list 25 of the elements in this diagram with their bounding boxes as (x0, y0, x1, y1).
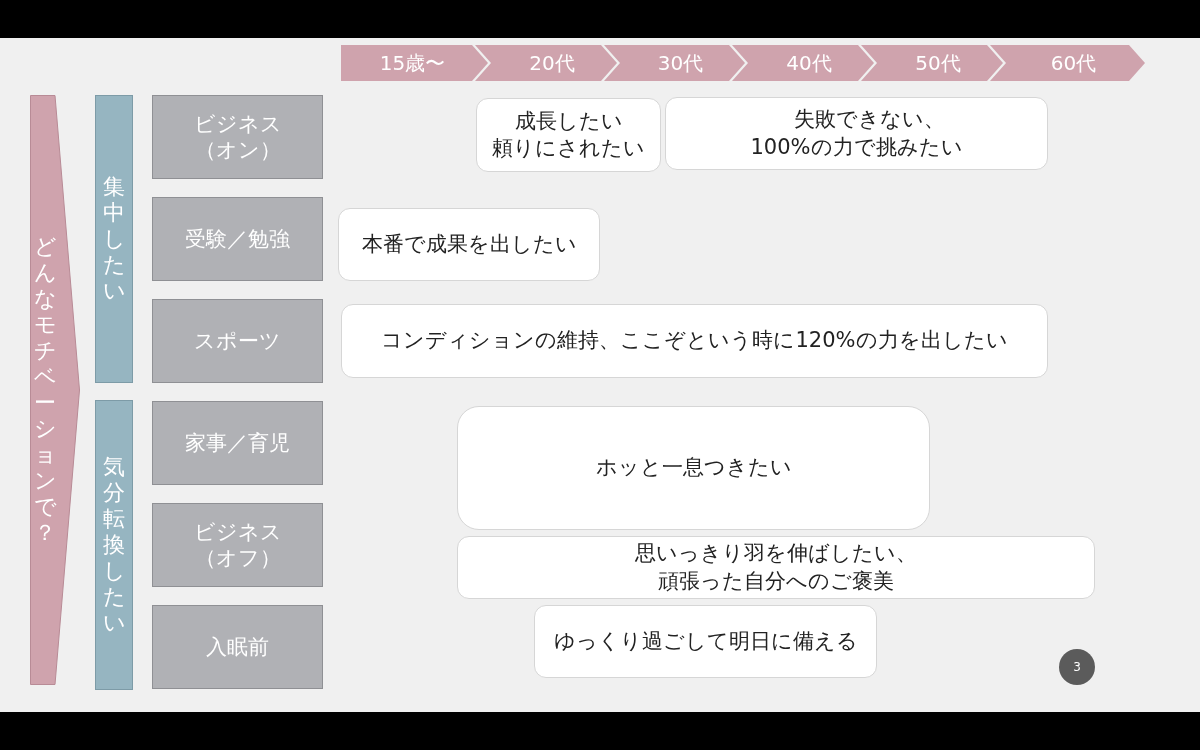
motive-box: ゆっくり過ごして明日に備える (534, 605, 877, 678)
timeline-segment: 30代 (604, 45, 745, 81)
box-text: 成長したい (514, 107, 623, 135)
motive-box (476, 98, 661, 172)
category-box: ビジネス（オン） (152, 95, 323, 179)
timeline-segment: 15歳〜 (341, 45, 488, 81)
page-number: 3 (1059, 649, 1095, 685)
timeline-segment: 20代 (475, 45, 617, 81)
group-bar: 集中したい (95, 95, 133, 383)
timeline-segment: 60代 (990, 45, 1145, 81)
category-box: 家事／育児 (152, 401, 323, 485)
motive-box: コンディションの維持、ここぞという時に120%の力を出したい (341, 304, 1048, 378)
motive-box: ホッと一息つきたい (457, 406, 930, 530)
category-box: ビジネス（オフ） (152, 503, 323, 587)
motive-box: 本番で成果を出したい (338, 208, 600, 281)
group-bar: 気分転換したい (95, 400, 133, 690)
motive-box: 失敗できない、100%の力で挑みたい (665, 97, 1048, 170)
box-text: 頼りにされたい (492, 135, 645, 162)
pointed-banner: どんなモチベーションで？ (30, 95, 80, 685)
timeline-segment: 50代 (861, 45, 1003, 81)
timeline-segment: 40代 (732, 45, 874, 81)
category-box: 入眠前 (152, 605, 323, 689)
category-box: 受験／勉強 (152, 197, 323, 281)
category-box: スポーツ (152, 299, 323, 383)
motive-box: 思いっきり羽を伸ばしたい、頑張った自分へのご褒美 (457, 536, 1095, 599)
